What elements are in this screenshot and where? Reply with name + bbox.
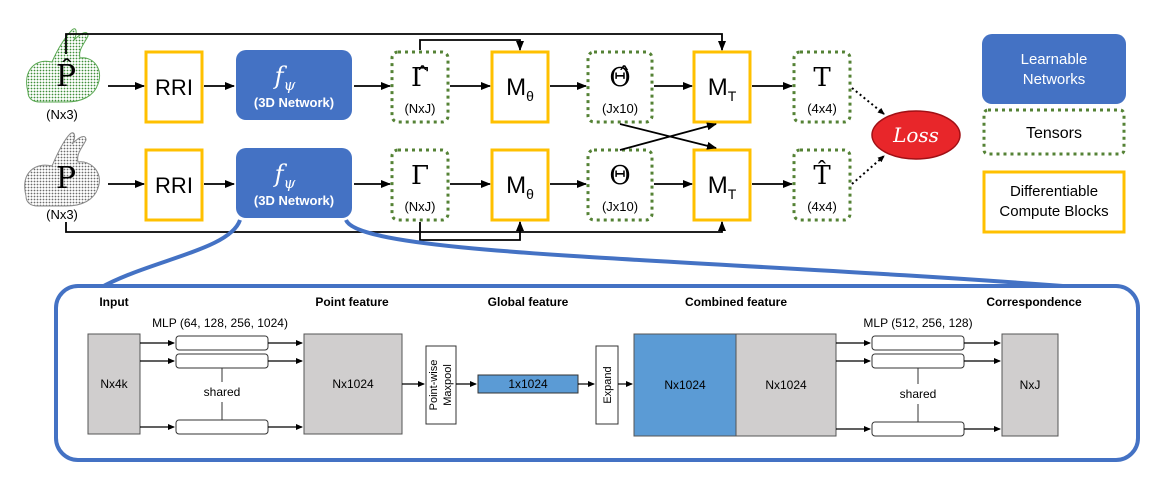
- point-feature-box: [303, 333, 403, 435]
- bunny-point-cloud-bottom: [24, 132, 100, 207]
- combined-left-label: Nx1024: [664, 378, 706, 392]
- p-symbol: P: [56, 161, 76, 196]
- m-theta-block-bottom: [490, 148, 550, 222]
- input-heading: Input: [99, 295, 128, 309]
- legend-tensors-box: [982, 108, 1126, 156]
- t-tensor-top: [792, 50, 852, 124]
- theta-hat-symbol: Θ̂: [609, 63, 630, 93]
- gamma-hat-shape: (NxJ): [404, 101, 435, 116]
- combined-feature-heading: Combined feature: [685, 295, 787, 309]
- bottom-row-arrows: [65, 122, 793, 241]
- gamma-shape: (NxJ): [404, 199, 435, 214]
- expand-box: [595, 345, 619, 425]
- gamma-tensor: [390, 148, 450, 222]
- theta-tensor: [586, 148, 654, 222]
- rri-block-bottom: [144, 148, 204, 222]
- combined-point-part: [735, 333, 837, 437]
- m-theta-block-top: [490, 50, 550, 124]
- legend-tensors-label: Tensors: [1026, 125, 1082, 142]
- theta-hat-shape: (Jx10): [602, 101, 638, 116]
- network-label-bottom: (3D Network): [254, 193, 334, 208]
- t-symbol-top: T: [813, 63, 831, 93]
- combined-right-label: Nx1024: [765, 378, 807, 392]
- t-shape-top: (4x4): [807, 101, 837, 116]
- output-box: [1001, 333, 1059, 437]
- point-feature-box-label: Nx1024: [332, 377, 374, 391]
- legend-compute-line1: Differentiable: [1010, 183, 1098, 200]
- network-label-top: (3D Network): [254, 95, 334, 110]
- legend-compute-line2: Compute Blocks: [999, 203, 1108, 220]
- expand-label: Expand: [602, 366, 614, 403]
- t-hat-symbol: T̂: [813, 160, 831, 191]
- gamma-symbol: Γ: [411, 161, 429, 191]
- shared2-label: shared: [900, 387, 937, 401]
- network-block-top: [236, 50, 352, 120]
- bunny-point-cloud-top: [26, 28, 100, 103]
- legend-learnable-line2: Networks: [1023, 71, 1086, 88]
- theta-hat-tensor: [586, 50, 654, 124]
- legend-learnable-line1: Learnable: [1021, 51, 1088, 68]
- m-t-block-bottom: [692, 148, 752, 222]
- input-box-label: Nx4k: [100, 377, 128, 391]
- global-feature-heading: Global feature: [488, 295, 569, 309]
- point-feature-heading: Point feature: [315, 295, 389, 309]
- legend-learnable-box: [982, 34, 1126, 104]
- m-t-label-top: MT: [708, 74, 737, 104]
- maxpool-box: [425, 345, 457, 425]
- maxpool-line1: Point-wise: [428, 360, 440, 411]
- mlp2-label: MLP (512, 256, 128): [863, 316, 972, 330]
- theta-shape: (Jx10): [602, 199, 638, 214]
- gamma-hat-symbol: Γ̂: [411, 63, 429, 93]
- output-box-label: NxJ: [1020, 378, 1041, 392]
- rri-label-bottom: RRI: [155, 173, 193, 198]
- top-input-shape: (Nx3): [46, 107, 78, 122]
- gamma-hat-tensor: [390, 50, 450, 124]
- p-hat-symbol: P̂: [56, 59, 76, 94]
- bottom-input-shape: (Nx3): [46, 207, 78, 222]
- m-theta-label-bottom: Mθ: [506, 172, 534, 202]
- input-box: [87, 333, 141, 435]
- mlp1-blocks: [175, 335, 269, 435]
- loss-arrows: [851, 87, 885, 185]
- t-hat-tensor: [792, 148, 852, 222]
- global-feature-box-label: 1x1024: [508, 377, 548, 391]
- rri-label-top: RRI: [155, 75, 193, 100]
- network-block-bottom: [236, 148, 352, 218]
- m-t-block-top: [692, 50, 752, 124]
- m-t-label-bottom: MT: [708, 172, 737, 202]
- zoom-connector: [99, 218, 1091, 290]
- top-row-arrows: [65, 33, 793, 90]
- theta-symbol: Θ: [609, 161, 630, 191]
- shared1-label: shared: [204, 385, 241, 399]
- combined-global-part: [633, 333, 737, 437]
- t-hat-shape: (4x4): [807, 199, 837, 214]
- mlp1-label: MLP (64, 128, 256, 1024): [152, 316, 288, 330]
- rri-block-top: [144, 50, 204, 124]
- mlp2-arrows: [836, 340, 1001, 432]
- legend-compute-box: [982, 170, 1126, 234]
- maxpool-line2: Maxpool: [442, 364, 454, 406]
- loss-label: Loss: [892, 123, 939, 147]
- correspondence-heading: Correspondence: [986, 295, 1082, 309]
- m-theta-label-top: Mθ: [506, 74, 534, 104]
- mlp1-arrows: [140, 340, 303, 430]
- loss-node: [871, 110, 961, 160]
